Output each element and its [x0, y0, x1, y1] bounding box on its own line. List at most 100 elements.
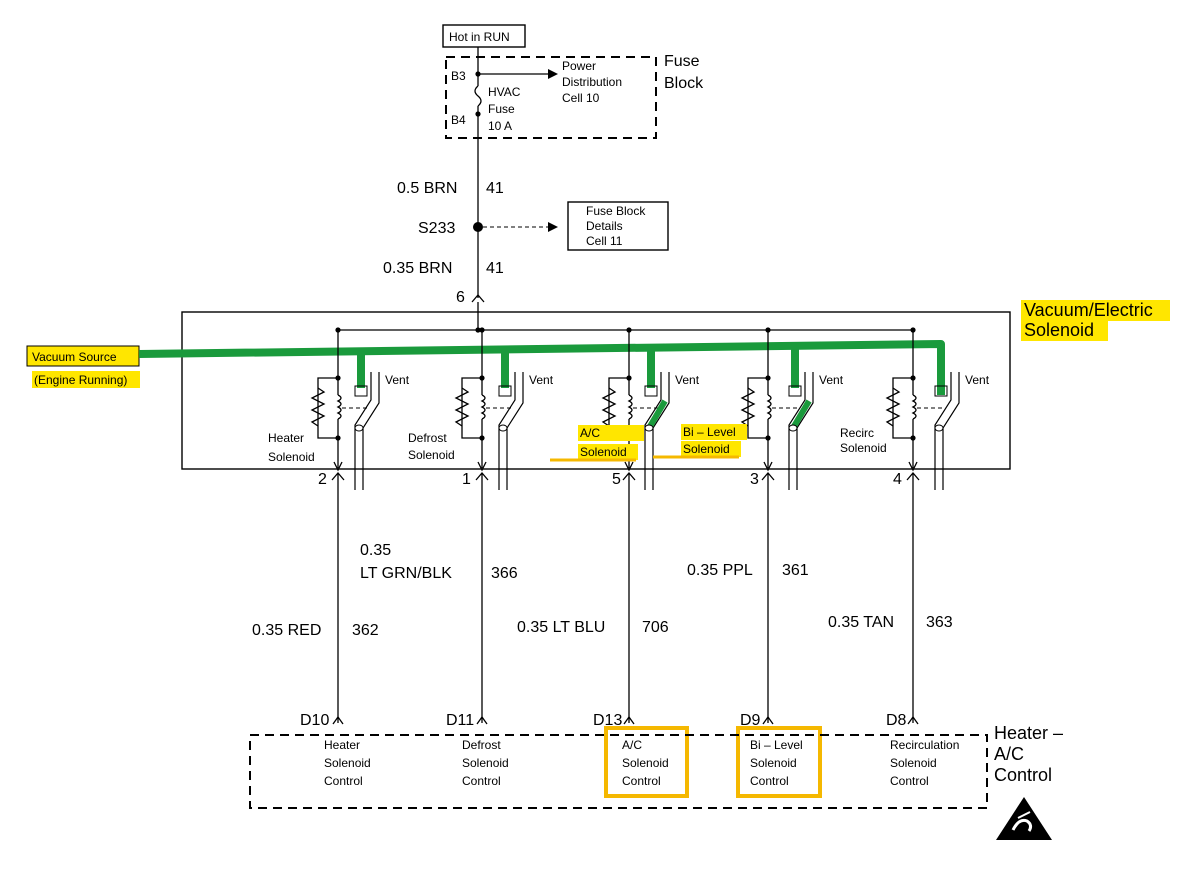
wire-number: 363: [926, 614, 953, 631]
vent-label: Vent: [529, 373, 554, 387]
wire-number: 362: [352, 622, 379, 639]
connector-pin: 1: [462, 471, 471, 488]
vacuum-source-condition: (Engine Running): [34, 373, 127, 387]
terminal-function: Recirculation: [890, 738, 959, 752]
connector-icon: [907, 715, 919, 725]
power-dist-ref-3: Cell 10: [562, 91, 600, 105]
module-title-2: Solenoid: [1024, 320, 1094, 340]
harness-wire: [623, 474, 635, 725]
control-title-3: Control: [994, 765, 1052, 785]
connector-pin: 5: [612, 471, 621, 488]
terminal-function: Solenoid: [324, 756, 371, 770]
harness-wire: [907, 474, 919, 725]
fuse-block-title-2: Block: [664, 75, 704, 92]
solenoid-coil-icon: [454, 387, 470, 427]
wire-size: 0.35 LT BLU: [517, 619, 605, 636]
connector-icon: [476, 715, 488, 725]
terminal-function: Heater: [324, 738, 360, 752]
terminal-function: Solenoid: [622, 756, 669, 770]
splice-label: S233: [418, 220, 455, 237]
fuse-details-ref-1: Fuse Block: [586, 204, 646, 218]
fuse-pin-b3: B3: [451, 69, 466, 83]
solenoid-name: Heater: [268, 431, 304, 445]
wire-size: 0.35 TAN: [828, 614, 894, 631]
arrow-right-icon: [548, 69, 558, 79]
wire-size: 0.35 PPL: [687, 562, 753, 579]
terminal-function: Control: [462, 774, 501, 788]
solenoid-label: Solenoid: [683, 442, 730, 456]
connector-pin: 2: [318, 471, 327, 488]
solenoid-label: Solenoid: [580, 445, 627, 459]
terminal-function: Control: [324, 774, 363, 788]
wire-number: 361: [782, 562, 809, 579]
terminal-pin: D11: [446, 712, 474, 729]
heater-ac-control: Heater – A/C Control: [249, 723, 1063, 809]
terminal-pin: D13: [593, 712, 622, 729]
solenoid-group: VentHeaterSolenoid2VentDefrostSolenoid1V…: [268, 327, 990, 490]
terminal-function: Defrost: [462, 738, 501, 752]
fuse-details-ref-2: Details: [586, 219, 623, 233]
vent-label: Vent: [819, 373, 844, 387]
connector-icon: [622, 472, 636, 481]
connector-icon: [475, 472, 489, 481]
solenoid-name: A/C: [580, 426, 600, 440]
vent-label: Vent: [965, 373, 990, 387]
solenoid-coil-icon: [885, 387, 901, 427]
fuse-icon: [474, 85, 482, 107]
harness-wire: [332, 474, 344, 725]
terminal-function: A/C: [622, 738, 642, 752]
connector-icon: [471, 294, 485, 303]
terminal-pin: D9: [740, 712, 761, 729]
solenoid-module: Vacuum/Electric Solenoid Vacuum Source (…: [26, 300, 1170, 470]
solenoid-name: Bi – Level: [683, 425, 736, 439]
solenoid-name: Recirc: [840, 426, 874, 440]
wire-number: 706: [642, 619, 669, 636]
connector-pin-6: 6: [456, 289, 465, 306]
fuse-name-1: HVAC: [488, 85, 521, 99]
terminal-function: Solenoid: [750, 756, 797, 770]
connector-icon: [623, 715, 635, 725]
fuse-name-2: Fuse: [488, 102, 515, 116]
connector-icon: [332, 715, 344, 725]
vent-label: Vent: [385, 373, 410, 387]
wire-size: 0.35 RED: [252, 622, 321, 639]
solenoid-coil-icon: [601, 387, 617, 427]
terminal-pin: D8: [886, 712, 907, 729]
esd-warning-icon: [996, 797, 1052, 840]
terminal-function: Bi – Level: [750, 738, 803, 752]
splice-s233: [473, 222, 483, 232]
feed-wire1-size: 0.5 BRN: [397, 180, 457, 197]
feed-wire2-size: 0.35 BRN: [383, 260, 452, 277]
control-title-1: Heater –: [994, 723, 1063, 743]
fuse-rating: 10 A: [488, 119, 512, 133]
arrow-right-icon: [548, 222, 558, 232]
terminal-function: Solenoid: [890, 756, 937, 770]
power-dist-ref-1: Power: [562, 59, 596, 73]
connector-icon: [331, 472, 345, 481]
vacuum-line: [138, 340, 945, 395]
feed-circuit: 0.5 BRN 41 S233 Fuse Block Details Cell …: [383, 180, 669, 306]
terminal-function: Control: [622, 774, 661, 788]
terminal-function: Control: [890, 774, 929, 788]
wire-color: LT GRN/BLK: [360, 565, 452, 582]
connector-pin: 3: [750, 471, 759, 488]
terminal-pin: D10: [300, 712, 329, 729]
terminal-function: Solenoid: [462, 756, 509, 770]
module-title-1: Vacuum/Electric: [1024, 300, 1153, 320]
vent-label: Vent: [675, 373, 700, 387]
hot-in-run-box: Hot in RUN: [442, 24, 526, 48]
solenoid-name: Defrost: [408, 431, 447, 445]
solenoid-label: Solenoid: [268, 450, 315, 464]
hot-in-run-label: Hot in RUN: [449, 30, 510, 44]
wire-size: 0.35: [360, 542, 391, 559]
